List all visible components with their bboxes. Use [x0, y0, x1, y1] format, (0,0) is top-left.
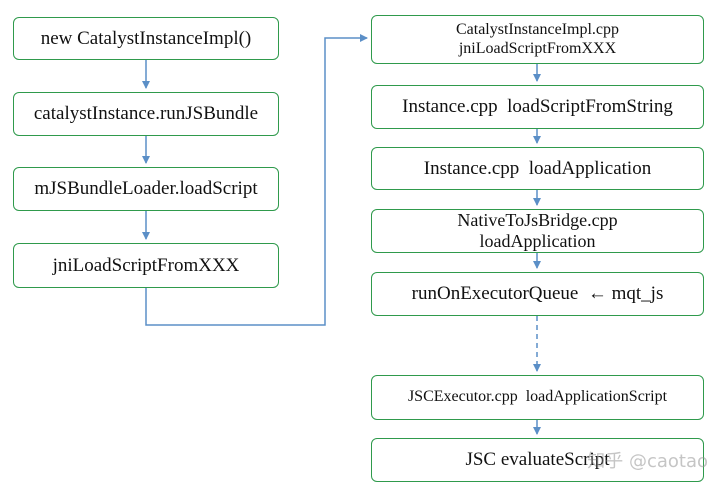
node-mjs-bundle-loader-load-script: mJSBundleLoader.loadScript: [13, 167, 279, 211]
node-label: new CatalystInstanceImpl(): [40, 27, 252, 49]
node-jsc-executor-load-application-script: JSCExecutor.cpp loadApplicationScript: [371, 375, 704, 420]
node-label: jniLoadScriptFromXXX: [52, 254, 240, 276]
node-label: Instance.cpp loadScriptFromString: [402, 96, 673, 118]
node-label-line2: jniLoadScriptFromXXX: [458, 39, 617, 57]
node-label: catalystInstance.runJSBundle: [33, 103, 259, 125]
node-instance-load-application: Instance.cpp loadApplication: [371, 147, 704, 190]
node-label: mJSBundleLoader.loadScript: [34, 178, 258, 200]
node-label: Instance.cpp loadApplication: [423, 157, 652, 179]
node-run-on-executor-queue: runOnExecutorQueue ← mqt_js: [371, 272, 704, 316]
node-catalyst-instance-impl-cpp: CatalystInstanceImpl.cpp jniLoadScriptFr…: [371, 15, 704, 64]
node-label-line2: loadApplication: [479, 231, 596, 251]
node-instance-load-script-from-string: Instance.cpp loadScriptFromString: [371, 85, 704, 129]
node-label-line1: NativeToJsBridge.cpp: [457, 210, 618, 231]
node-jni-load-script-from-xxx: jniLoadScriptFromXXX: [13, 243, 279, 288]
arrow-left-to-right: [145, 34, 368, 326]
node-native-to-js-bridge: NativeToJsBridge.cpp loadApplication: [371, 209, 704, 253]
node-label: JSC evaluateScript: [465, 449, 610, 471]
node-new-catalyst-instance-impl: new CatalystInstanceImpl(): [13, 17, 279, 60]
watermark: 知乎 @caotao: [587, 451, 708, 472]
node-label-line1: CatalystInstanceImpl.cpp: [455, 21, 620, 39]
node-catalyst-instance-run-js-bundle: catalystInstance.runJSBundle: [13, 92, 279, 136]
node-label: runOnExecutorQueue ← mqt_js: [411, 283, 664, 305]
node-jsc-evaluate-script: JSC evaluateScript: [371, 438, 704, 482]
node-label: JSCExecutor.cpp loadApplicationScript: [407, 388, 668, 406]
